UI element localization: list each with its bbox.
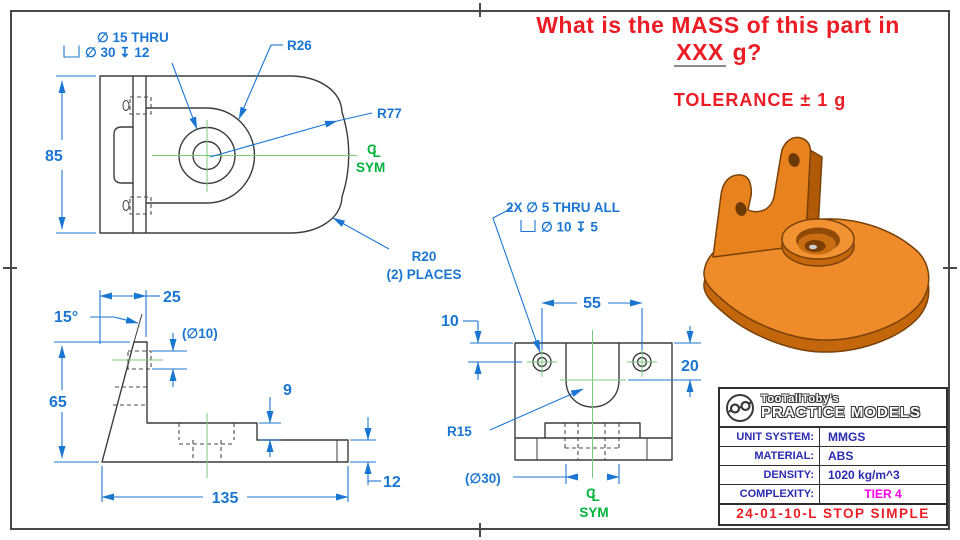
tootalltoby-logo-icon (726, 393, 754, 422)
dim-25-label: 25 (163, 289, 181, 306)
top-view: 85 ∅ 15 THRU ∅ 30 ↧ 12 R26 R77 C L SYM R… (45, 30, 462, 282)
centerline-symbol-c: C (586, 486, 596, 501)
dim-10-label: 10 (441, 313, 459, 330)
tolerance-note: TOLERANCE ± 1 g (673, 90, 847, 110)
counterbore-icon (520, 220, 536, 233)
hidden-counterbore-top (129, 96, 152, 115)
row-value: TIER 4 (864, 487, 902, 501)
brand-header: TooTallToby's PRACTICE MODELS (718, 387, 948, 428)
table-row-complexity: COMPLEXITY: TIER 4 (720, 485, 946, 503)
mass-placeholder: XXX (674, 39, 726, 67)
radius-r26-label: R26 (287, 38, 312, 53)
callout-2x-dia5-label: 2X ∅ 5 THRU ALL (506, 200, 620, 215)
border-tick-right (943, 267, 957, 269)
counterbore-icon (63, 45, 80, 58)
dim-65-label: 65 (49, 394, 67, 411)
row-label: COMPLEXITY: (720, 485, 820, 503)
centerline-symbol-c: C (367, 142, 377, 157)
table-row-density: DENSITY: 1020 kg/m^3 (720, 466, 946, 485)
question-text: What is the MASS of this part in XXX g? (518, 12, 918, 67)
hidden-counterbore-bottom (129, 196, 152, 215)
dim-9-label: 9 (283, 382, 292, 399)
ear-hole-right (788, 153, 800, 167)
dim-dia30-label: (∅30) (465, 471, 501, 486)
border-tick-top (479, 3, 481, 17)
table-row-unit-system: UNIT SYSTEM: MMGS (720, 428, 946, 447)
dim-dia10-label: (∅10) (182, 326, 218, 341)
dim-135-label: 135 (212, 490, 239, 507)
question-units: g? (725, 39, 762, 65)
question-line2: XXX g? (518, 39, 918, 67)
brand-text: TooTallToby's PRACTICE MODELS (761, 393, 921, 422)
part-id: 24-01-10-L STOP SIMPLE (718, 505, 948, 526)
row-label: MATERIAL: (720, 447, 820, 465)
spec-table: UNIT SYSTEM: MMGS MATERIAL: ABS DENSITY:… (718, 428, 948, 505)
radius-r20-label: R20 (412, 249, 437, 264)
callout-cbore10-label: ∅ 10 ↧ 5 (541, 220, 598, 235)
brand-name: TooTallToby's (761, 393, 840, 406)
table-row-material: MATERIAL: ABS (720, 447, 946, 466)
part-3d-render (703, 136, 930, 353)
centerline-symbol-l: L (592, 489, 600, 504)
border-tick-bottom (479, 523, 481, 537)
radius-r20-places-label: (2) PLACES (386, 267, 461, 282)
dim-12-label: 12 (383, 474, 401, 491)
title-block: TooTallToby's PRACTICE MODELS UNIT SYSTE… (718, 387, 948, 526)
callout-cbore30-label: ∅ 30 ↧ 12 (85, 45, 149, 60)
radius-r15-label: R15 (447, 424, 472, 439)
question-line1: What is the MASS of this part in (536, 12, 900, 38)
front-view: 55 10 20 2X ∅ 5 THRU ALL ∅ 10 ↧ 5 R15 (∅… (441, 200, 701, 520)
side-view: 25 15° (∅10) 65 9 135 (49, 289, 401, 507)
symmetry-label: SYM (356, 160, 385, 175)
row-value: ABS (828, 449, 854, 463)
row-value: 1020 kg/m^3 (828, 468, 900, 482)
hole-bottom-light (809, 244, 817, 250)
dim-85-label: 85 (45, 148, 63, 165)
dim-15deg-label: 15° (54, 309, 78, 326)
symmetry-label: SYM (579, 505, 608, 520)
row-value: MMGS (828, 430, 866, 444)
row-label: DENSITY: (720, 466, 820, 484)
ear-hole-left (735, 202, 747, 216)
brand-product: PRACTICE MODELS (761, 404, 922, 422)
dim-20-label: 20 (681, 358, 699, 375)
row-label: UNIT SYSTEM: (720, 428, 820, 446)
border-tick-left (3, 267, 17, 269)
callout-dia15-label: ∅ 15 THRU (97, 30, 169, 45)
dim-55-label: 55 (583, 295, 601, 312)
radius-r77-label: R77 (377, 106, 402, 121)
centerline-symbol-l: L (373, 145, 381, 160)
wall-front-face (712, 136, 812, 258)
